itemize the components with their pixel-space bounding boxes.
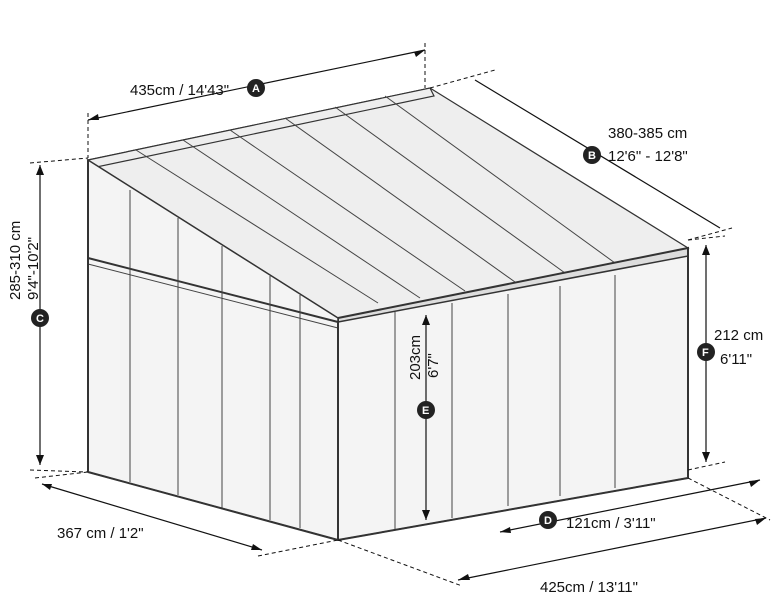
dimension-e: 203cm 6'7" E bbox=[407, 315, 442, 520]
dimension-e-badge-letter: E bbox=[422, 405, 429, 417]
dimension-d: D 121cm / 3'11" bbox=[499, 477, 771, 533]
dimension-c: 285-310 cm 9'4"-10'2" C bbox=[7, 157, 89, 473]
dimension-c-label-line2: 9'4"-10'2" bbox=[25, 237, 42, 300]
dimension-width-label: 425cm / 13'11" bbox=[540, 579, 638, 596]
dimension-d-label: 121cm / 3'11" bbox=[566, 515, 656, 532]
dimension-depth: 367 cm / 1'2" bbox=[34, 471, 339, 557]
dimension-e-badge bbox=[417, 401, 435, 419]
dimension-a-badge bbox=[247, 79, 265, 97]
dimension-f-badge-letter: F bbox=[702, 347, 709, 359]
dimension-d-badge bbox=[539, 511, 557, 529]
dimension-e-label-line2: 6'7" bbox=[425, 353, 442, 378]
dimension-a: 435cm / 14'43" A bbox=[87, 43, 426, 158]
dimension-b-badge-letter: B bbox=[588, 150, 596, 162]
dimension-d-badge-letter: D bbox=[544, 515, 552, 527]
dimension-b: 380-385 cm B 12'6" - 12'8" bbox=[429, 69, 733, 241]
dimension-b-label-line2: 12'6" - 12'8" bbox=[608, 148, 688, 165]
dimension-f-label-line1: 212 cm bbox=[714, 327, 763, 344]
dimension-a-label: 435cm / 14'43" bbox=[130, 82, 229, 99]
dimension-b-label-line1: 380-385 cm bbox=[608, 125, 687, 142]
dimension-depth-label: 367 cm / 1'2" bbox=[57, 525, 144, 542]
dimension-a-badge-letter: A bbox=[252, 83, 260, 95]
dimension-e-label-line1: 203cm bbox=[407, 335, 424, 380]
dimension-c-label-line1: 285-310 cm bbox=[7, 221, 24, 300]
dimension-b-badge bbox=[583, 146, 601, 164]
dimension-f-badge bbox=[697, 343, 715, 361]
dimension-f-label-line2: 6'11" bbox=[720, 351, 752, 368]
dimension-width: 425cm / 13'11" bbox=[337, 517, 767, 596]
dimension-c-badge-letter: C bbox=[36, 313, 44, 325]
dimension-f: 212 cm F 6'11" bbox=[687, 235, 763, 471]
dimension-c-badge bbox=[31, 309, 49, 327]
